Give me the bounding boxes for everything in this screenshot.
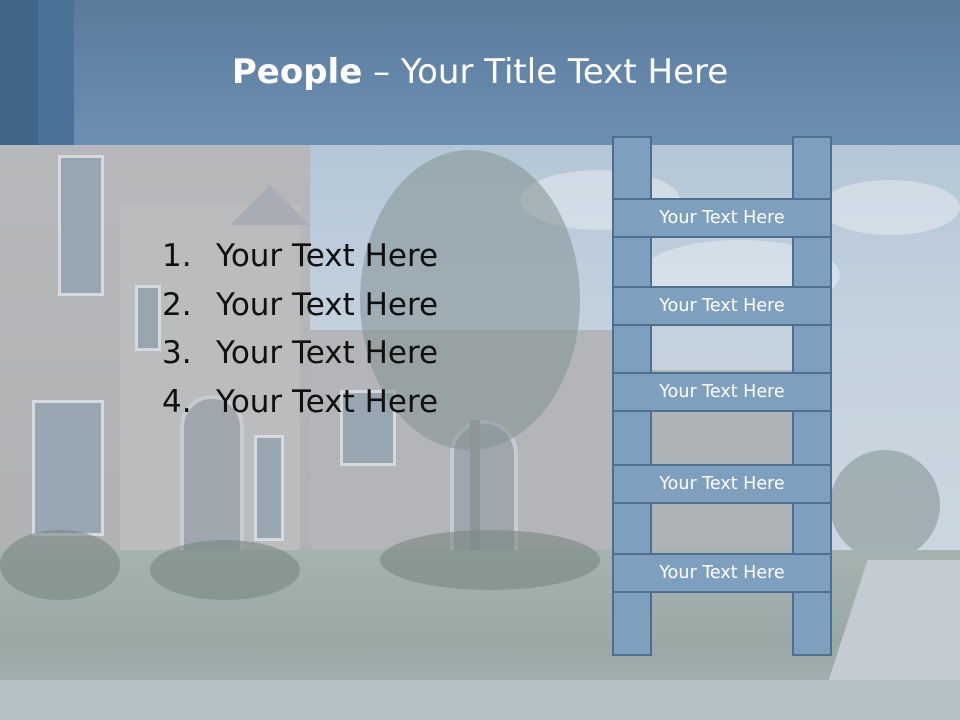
- title-bar: People – Your Title Text Here: [0, 0, 960, 145]
- ladder-rung: Your Text Here: [612, 198, 832, 238]
- tree-trunk: [470, 420, 480, 620]
- list-number: 3.: [162, 335, 192, 371]
- list-number: 1.: [162, 238, 192, 274]
- bush: [380, 530, 600, 590]
- list-number: 2.: [162, 286, 192, 323]
- list-text: Your Text Here: [216, 286, 439, 323]
- ladder-rung: Your Text Here: [612, 553, 832, 593]
- house: [0, 145, 310, 573]
- list-text: Your Text Here: [216, 238, 439, 274]
- title-rest: – Your Title Text Here: [362, 52, 729, 92]
- numbered-list: 1. Your Text Here 2. Your Text Here 3. Your…: [162, 232, 438, 426]
- tree: [830, 450, 940, 560]
- title-bold: People: [231, 52, 363, 92]
- list-text: Your Text Here: [216, 335, 439, 371]
- walkway: [0, 680, 960, 720]
- header-accent-stripe: [38, 0, 74, 145]
- bush: [150, 540, 300, 600]
- ladder-rung: Your Text Here: [612, 372, 832, 412]
- cloud: [820, 180, 960, 235]
- list-number: 4.: [162, 383, 192, 420]
- list-item: 1. Your Text Here: [162, 232, 438, 281]
- list-text: Your Text Here: [216, 383, 439, 420]
- list-item: 2. Your Text Here: [162, 281, 438, 330]
- tree: [360, 150, 580, 450]
- header-accent-stripe: [0, 0, 38, 145]
- bush: [0, 530, 120, 600]
- list-item: 3. Your Text Here: [162, 329, 438, 378]
- slide-title: People – Your Title Text Here: [0, 52, 960, 92]
- list-item: 4. Your Text Here: [162, 378, 438, 427]
- ladder-rung: Your Text Here: [612, 286, 832, 326]
- ladder-rung: Your Text Here: [612, 464, 832, 504]
